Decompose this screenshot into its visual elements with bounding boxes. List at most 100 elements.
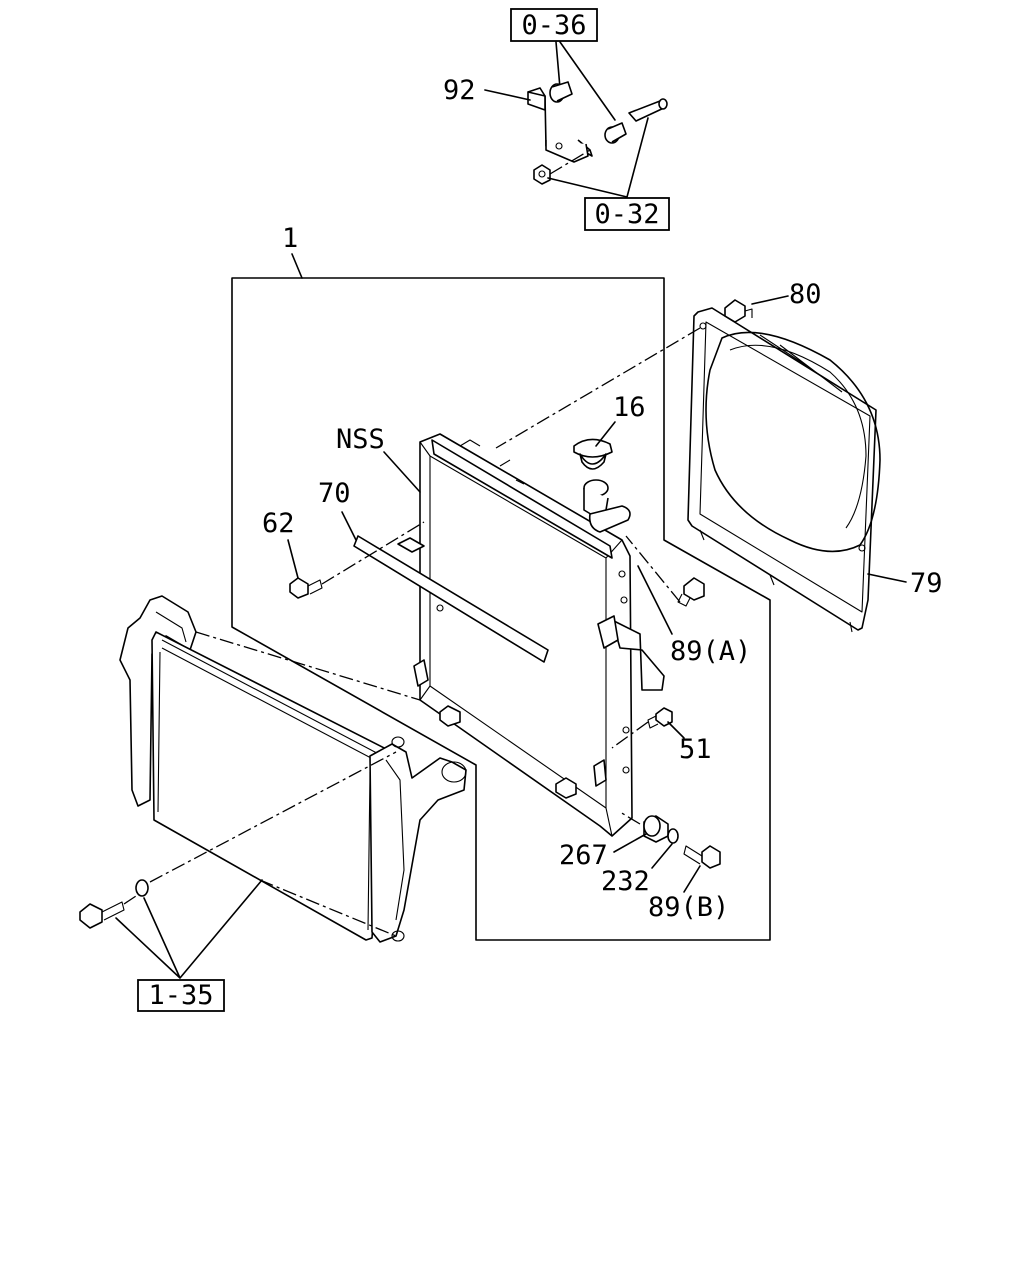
bolt-89a-axis — [625, 535, 681, 603]
frame-hole-1 — [618, 570, 626, 578]
leader-1 — [291, 253, 303, 279]
intercooler-mount-bottom — [391, 930, 405, 942]
intercooler-bolt-axis — [123, 895, 137, 905]
lower-clip-right — [593, 759, 607, 787]
label-89b: 89(B) — [648, 892, 729, 923]
shroud-inner — [699, 321, 871, 613]
leader-89b — [683, 865, 701, 893]
fan-opening — [705, 331, 881, 553]
nut-axis — [549, 149, 591, 175]
bolt-51-axis — [611, 721, 649, 749]
shroud-frame — [687, 307, 877, 631]
bushing-lower-body — [607, 122, 627, 143]
washer-232 — [667, 828, 679, 844]
ref-label-0-36: 0-36 — [521, 10, 586, 41]
intercooler-axis-top — [195, 631, 421, 701]
radiator-frame-corners — [419, 441, 623, 837]
ref-label-1-35: 1-35 — [148, 980, 213, 1011]
bolt-62 — [289, 577, 309, 599]
label-79: 79 — [910, 568, 943, 599]
radiator: 16 NSS — [336, 392, 665, 837]
intercooler-left-tank — [119, 595, 197, 807]
leader-1-35 — [115, 879, 263, 979]
lower-clip-left — [413, 659, 429, 687]
bolt-89b-shank — [683, 845, 703, 865]
label-nss: NSS — [336, 424, 385, 455]
leader-16 — [595, 421, 616, 447]
leader-51 — [667, 721, 685, 739]
intercooler-washer — [135, 879, 149, 897]
intercooler-bolt-shank — [101, 901, 125, 921]
tank-bolt-right — [555, 777, 577, 799]
label-16: 16 — [613, 392, 646, 423]
cushion-267-face — [643, 815, 661, 837]
intercooler-right-tank — [369, 743, 467, 943]
bolt-89a-group: 89(A) — [625, 535, 751, 667]
leader-89a — [637, 565, 673, 635]
bushing-upper-body — [551, 81, 573, 102]
frame-hole-4 — [622, 766, 630, 774]
leader-0-32 — [547, 117, 649, 198]
intercooler-bolt — [79, 903, 103, 929]
ref-box-0-36 — [510, 8, 598, 42]
bolt-51-shank — [647, 715, 659, 729]
intercooler: 1-35 — [79, 595, 467, 1012]
leader-62 — [287, 539, 299, 579]
fan-shroud: 80 79 — [495, 279, 943, 633]
bracket-assembly: 0-36 0-32 92 — [443, 8, 670, 231]
side-clip — [597, 615, 619, 649]
label-232: 232 — [601, 866, 650, 897]
leader-232 — [651, 843, 673, 869]
frame-hole-2 — [620, 596, 628, 604]
leader-92 — [484, 89, 531, 101]
label-80: 80 — [789, 279, 822, 310]
label-92: 92 — [443, 75, 476, 106]
bolt-89b — [701, 845, 721, 869]
leader-70 — [341, 511, 357, 541]
bracket-tab — [527, 91, 546, 111]
label-1: 1 — [282, 223, 298, 254]
leader-nss — [383, 451, 421, 493]
right-tank-edge — [385, 759, 405, 921]
leader-80 — [751, 295, 789, 305]
bolt-89a-shank — [677, 593, 691, 607]
top-tank-details — [459, 439, 525, 485]
bracket-hole — [555, 142, 563, 150]
inlet-pipe — [588, 505, 631, 533]
leader-0-36 — [555, 41, 616, 121]
label-267: 267 — [559, 840, 608, 871]
support-bar: 70 62 — [262, 478, 549, 663]
assembly-outline: 1 — [231, 223, 771, 941]
ref-box-1-35 — [137, 979, 225, 1012]
bar-mount — [397, 537, 425, 553]
bolt-51-group: 51 — [611, 707, 712, 765]
left-tank-edge — [155, 611, 187, 643]
ref-label-0-32: 0-32 — [594, 199, 659, 230]
label-62: 62 — [262, 508, 295, 539]
bolt-89a — [683, 577, 705, 601]
support-bar-edge — [353, 545, 545, 663]
tank-bolt-left — [439, 705, 461, 727]
bar-hole — [436, 604, 444, 612]
intercooler-core — [151, 631, 397, 941]
label-51: 51 — [679, 734, 712, 765]
bolt-62-shank — [307, 579, 323, 595]
shroud-axis — [495, 327, 701, 449]
label-70: 70 — [318, 478, 351, 509]
ref-box-0-32 — [584, 197, 670, 231]
radiator-cap-body — [579, 453, 607, 470]
assembly-boundary — [231, 277, 771, 941]
fan-opening-rim — [729, 344, 867, 529]
intercooler-outlet — [441, 761, 467, 783]
shroud-hole-2 — [858, 544, 866, 552]
shroud-ribs — [759, 334, 843, 393]
nut-hole — [538, 170, 546, 178]
frame-hole-3 — [622, 726, 630, 734]
shroud-tabs — [699, 529, 853, 633]
intercooler-axis-side — [149, 751, 397, 883]
lower-mount: 267 232 89(B) — [559, 811, 729, 923]
bolt-80-washer — [744, 308, 753, 318]
nut — [533, 164, 551, 185]
top-tank — [431, 439, 613, 559]
